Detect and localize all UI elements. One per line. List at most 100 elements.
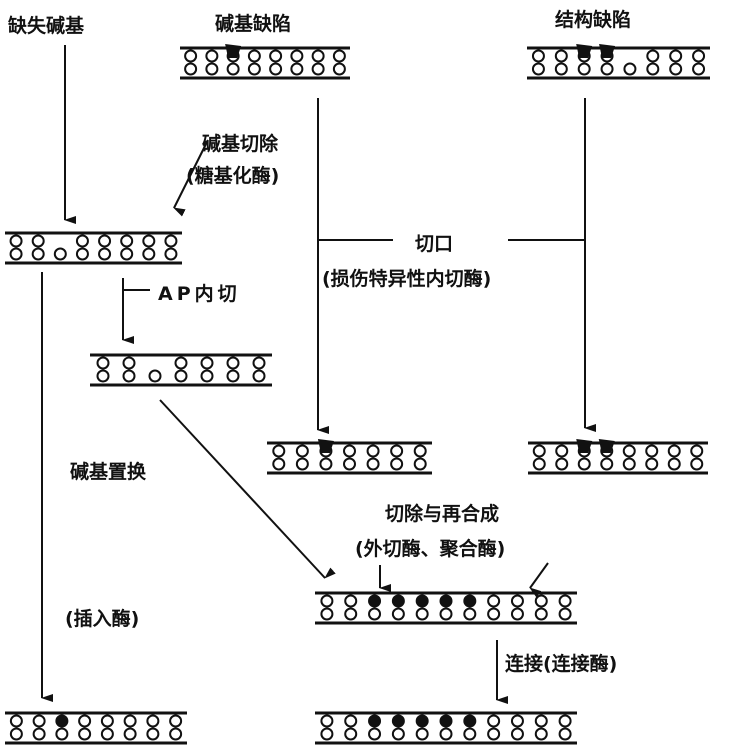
damage-mark: [598, 439, 615, 453]
base-bottom: [577, 62, 591, 76]
label-base-replacement: 碱基置换: [70, 460, 147, 483]
dna-strand-ligated: [315, 711, 577, 745]
base-top: [100, 714, 114, 728]
base-bottom: [200, 369, 214, 383]
base-top: [120, 234, 134, 248]
base-bottom: [487, 607, 501, 621]
base-top: [510, 714, 524, 728]
base-top: [415, 714, 429, 728]
base-top: [343, 444, 356, 458]
base-top: [531, 49, 545, 63]
base-bottom: [439, 727, 453, 741]
base-top: [123, 714, 137, 728]
base-bottom: [9, 247, 23, 261]
base-bottom: [368, 727, 382, 741]
base-top: [391, 594, 405, 608]
base-top: [692, 49, 706, 63]
label-ligation: 连接(连接酶): [505, 652, 617, 675]
base-bottom: [98, 247, 112, 261]
base-top: [368, 594, 382, 608]
base-top: [320, 594, 334, 608]
base-top: [169, 714, 183, 728]
base-top: [510, 594, 524, 608]
base-bottom: [169, 727, 183, 741]
base-top: [463, 594, 477, 608]
base-bottom: [510, 607, 524, 621]
base-bottom: [78, 727, 92, 741]
base-top: [320, 714, 334, 728]
base-bottom: [120, 247, 134, 261]
base-top: [295, 444, 309, 458]
base-bottom: [55, 727, 69, 741]
base-bottom: [645, 457, 659, 471]
base-bottom: [623, 62, 637, 76]
base-bottom: [391, 607, 405, 621]
base-bottom: [390, 457, 404, 471]
damage-mark: [576, 439, 593, 453]
base-top: [645, 444, 659, 458]
label-damage-endonuclease: (损伤特异性内切酶): [322, 267, 491, 290]
base-top: [368, 714, 382, 728]
base-top: [205, 49, 219, 63]
dna-strand-structural-defect: [527, 44, 710, 80]
base-bottom: [600, 457, 614, 471]
base-top: [226, 356, 240, 370]
base-bottom: [667, 457, 681, 471]
base-top: [96, 356, 110, 370]
base-top: [669, 49, 683, 63]
base-bottom: [463, 607, 477, 621]
base-bottom: [252, 369, 266, 383]
base-top: [413, 444, 427, 458]
base-top: [487, 594, 501, 608]
dna-strands: [5, 44, 710, 745]
label-exo-polymerase: (外切酶、聚合酶): [355, 537, 505, 560]
base-bottom: [558, 607, 572, 621]
base-bottom: [690, 457, 704, 471]
base-bottom: [531, 62, 545, 76]
base-top: [184, 49, 198, 63]
base-top: [142, 234, 156, 248]
base-bottom: [184, 62, 198, 76]
dna-strand-missing-base: [5, 231, 182, 265]
base-top: [690, 444, 704, 458]
base-top: [269, 49, 283, 63]
base-top: [200, 356, 214, 370]
dna-strand-inserted: [5, 711, 187, 745]
label-nick: 切口: [415, 233, 453, 255]
base-bottom: [205, 62, 219, 76]
base-bottom: [646, 62, 660, 76]
label-glycosylase: (糖基化酶): [186, 164, 279, 187]
base-top: [252, 356, 266, 370]
label-structural-defect: 结构缺陷: [555, 8, 631, 31]
base-bottom: [295, 457, 309, 471]
base-top: [558, 594, 572, 608]
base-bottom: [164, 247, 178, 261]
base-top: [391, 714, 405, 728]
base-bottom: [415, 607, 429, 621]
base-top: [439, 714, 453, 728]
base-top: [487, 714, 501, 728]
base-bottom: [174, 369, 188, 383]
base-bottom: [142, 247, 156, 261]
base-top: [332, 49, 346, 63]
dna-strand-ap-site: [90, 353, 272, 387]
base-bottom: [272, 457, 286, 471]
base-bottom: [554, 62, 568, 76]
base-top: [75, 234, 89, 248]
base-bottom: [555, 457, 569, 471]
base-bottom: [391, 727, 405, 741]
base-top: [463, 714, 477, 728]
base-bottom: [100, 727, 114, 741]
damage-mark: [576, 44, 593, 58]
base-top: [9, 234, 23, 248]
base-bottom: [577, 457, 591, 471]
base-top: [534, 594, 548, 608]
base-top: [272, 444, 286, 458]
base-bottom: [344, 727, 358, 741]
base-bottom: [368, 607, 382, 621]
base-bottom: [332, 62, 346, 76]
base-bottom: [413, 457, 427, 471]
base-top: [174, 356, 188, 370]
